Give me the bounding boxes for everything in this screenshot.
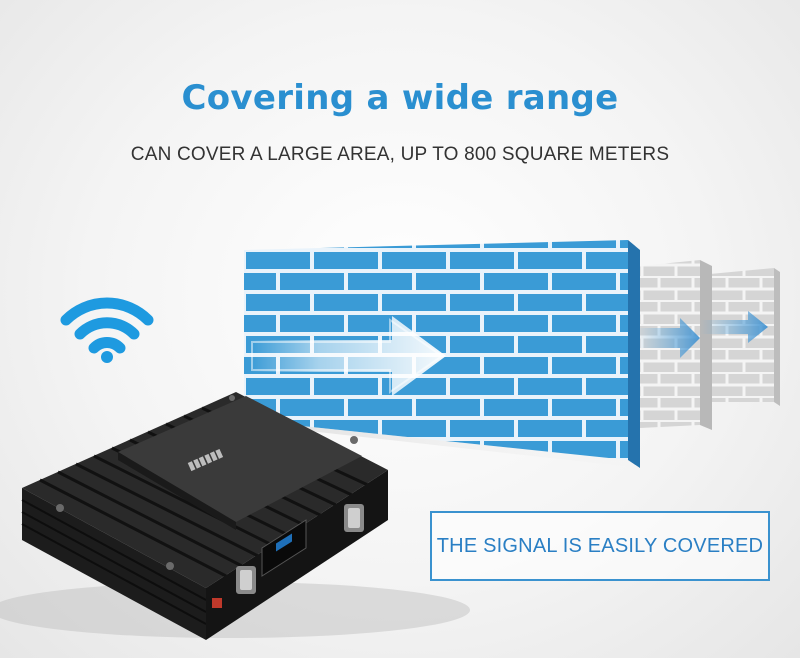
signal-booster-device: ▮▮▮▮▮▮ [21, 392, 388, 640]
antenna-connector [344, 504, 364, 532]
subline: CAN COVER A LARGE AREA, UP TO 800 SQUARE… [130, 144, 670, 165]
callout-box: THE SIGNAL IS EASILY COVERED [430, 511, 770, 581]
wifi-icon [60, 297, 154, 363]
gray-wall-far [710, 268, 780, 406]
arrow-right-icon [700, 311, 768, 343]
callout-text: THE SIGNAL IS EASILY COVERED [436, 534, 764, 557]
headline: Covering a wide range [181, 78, 619, 118]
arrow-right-icon [250, 316, 446, 396]
antenna-connector [236, 566, 256, 594]
arrow-right-icon [636, 318, 700, 358]
